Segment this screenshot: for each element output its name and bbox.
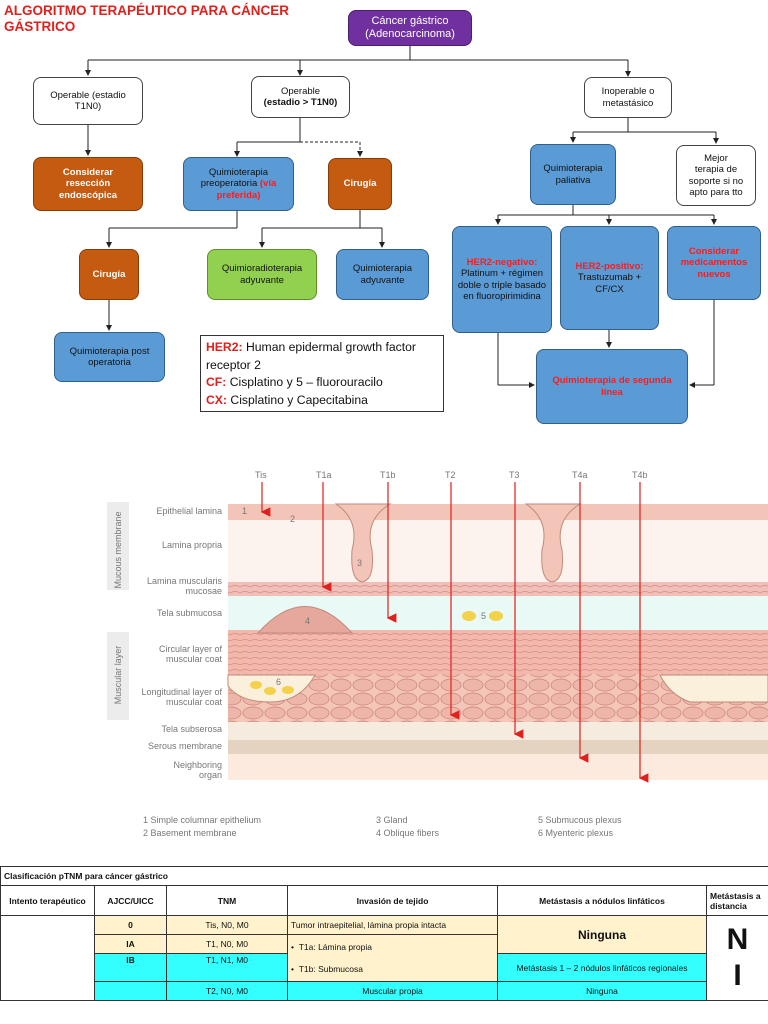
t-label-t2: T2 [445,470,456,480]
her2-negative-node: HER2-negativo: Platinum + régimen doble … [452,226,552,333]
root-node: Cáncer gástrico (Adenocarcinoma) [348,10,472,46]
ptnm-table: Clasificación pTNM para cáncer gástrico … [0,866,768,1001]
postoperative-chemo-node: Quimioterapia post operatoria [54,332,165,382]
adjuvant-chemo-node: Quimioterapia adyuvante [336,249,429,300]
header-ajcc: AJCC/UICC [94,885,167,916]
footnote-6: 6 Myenteric plexus [538,828,614,838]
header-intent: Intento terapéutico [0,885,95,916]
marker-5: 5 [481,611,487,621]
t-label-t1a: T1a [316,470,332,480]
t-label-t1b: T1b [380,470,396,480]
second-line-chemo-node: Quimioterapia de segunda línea [536,349,688,424]
table-row: IB T1, N1, M0 Metástasis 1 – 2 nódulos l… [1,953,768,982]
table-row: 0 Tis, N0, M0 Tumor intraepitelial, lámi… [0,915,768,1001]
table-caption: Clasificación pTNM para cáncer gástrico [0,866,768,886]
preoperative-chemo-node: Quimioterapia preoperatoria (vía preferi… [183,157,294,211]
muscular-layer-side-label: Muscular layer [113,645,123,705]
t-label-t4b: T4b [632,470,648,480]
marker-6: 6 [276,677,282,687]
adjuvant-chemoradiotherapy-node: Quimioradioterapia adyuvante [207,249,317,300]
stomach-wall-illustration [107,482,768,783]
operable-gt-t1n0-node: Operable (estadio > T1N0) [251,76,350,118]
layer-serous-membrane: Serous membrane [147,741,222,751]
footnote-5: 5 Submucous plexus [538,815,622,825]
table-row: T2, N0, M0 Muscular propia Ninguna [1,981,768,1001]
abbreviations-legend: HER2: Human epidermal growth factor rece… [200,335,444,412]
supportive-care-node: Mejor terapia de soporte si no apto para… [676,145,756,206]
table-row: IA T1, N0, M0 • T1a: Lámina propia • T1b… [1,934,768,982]
footnote-4: 4 Oblique fibers [376,828,440,838]
footnote-1: 1 Simple columnar epithelium [143,815,262,825]
footnote-3: 3 Gland [376,815,408,825]
t-label-t3: T3 [509,470,520,480]
endoscopic-resection-node: Considerar resección endoscópica [33,157,143,211]
surgery-node: Cirugía [328,158,392,210]
layer-tela-submucosa: Tela submucosa [156,608,222,618]
t-label-tis: Tis [255,470,267,480]
operable-t1n0-node: Operable (estadio T1N0) [33,77,143,125]
marker-1: 1 [242,506,248,516]
page-title: ALGORITMO TERAPÉUTICO PARA CÁNCER GÁSTRI… [4,3,289,34]
layer-lamina-propria: Lamina propria [161,540,222,550]
header-tnm: TNM [166,885,288,916]
layer-lamina-muscularis: Lamina muscularis mucosae [146,576,222,596]
mucous-membrane-side-label: Mucous membrane [113,511,123,589]
palliative-chemo-node: Quimioterapia paliativa [530,144,616,205]
layer-epithelial-lamina: Epithelial lamina [156,506,222,516]
footnote-2: 2 Basement membrane [143,828,237,838]
t-label-t4a: T4a [572,470,588,480]
layer-neighboring-organ: Neighboring organ [173,760,222,780]
header-nodes: Metástasis a nódulos linfáticos [497,885,707,916]
flow-connectors [85,46,719,388]
marker-2: 2 [290,514,296,524]
her2-positive-node: HER2-positivo: Trastuzumab + CF/CX [560,226,659,330]
marker-3: 3 [357,558,363,568]
header-distant: Metástasis a distancia [705,885,768,916]
layer-circular: Circular layer of muscular coat [158,644,222,664]
header-invasion: Invasión de tejido [287,885,498,916]
surgery-after-preop-node: Cirugía [79,249,139,300]
marker-4: 4 [305,616,311,626]
new-drugs-node: Considerar medicamentos nuevos [667,226,761,300]
layer-tela-subserosa: Tela subserosa [161,724,222,734]
layer-longitudinal: Longitudinal layer of muscular coat [141,687,222,707]
inoperable-node: Inoperable o metastásico [584,77,672,118]
